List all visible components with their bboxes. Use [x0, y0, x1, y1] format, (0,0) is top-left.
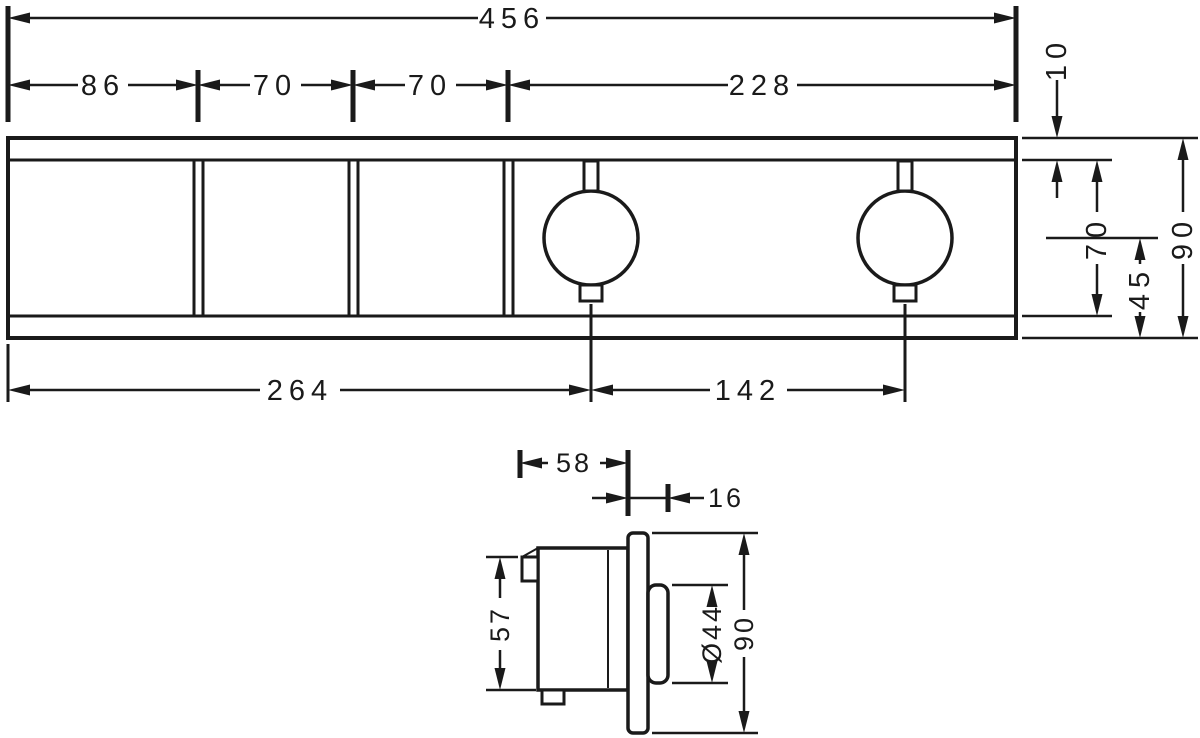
- arrowhead: [1051, 116, 1063, 138]
- dim-body-height: 57: [485, 555, 536, 692]
- dim-label-seg-2: 70: [253, 70, 297, 102]
- dim-label-handle-spacing: 142: [715, 375, 781, 407]
- valve-body-step: [520, 555, 540, 583]
- arrowhead: [1177, 316, 1189, 338]
- dim-label-seg-1: 86: [81, 70, 125, 102]
- arrowhead: [1051, 160, 1063, 182]
- dim-center-to-bottom: 45: [1124, 238, 1156, 338]
- side-dimensions: 58 16 57 Ø44: [485, 448, 759, 735]
- dim-opening-height: 70: [1081, 160, 1113, 316]
- dim-width-total: 456: [8, 3, 1016, 35]
- dim-label-body-depth: 58: [556, 448, 592, 478]
- front-view: [6, 136, 1018, 340]
- handle-left: [542, 159, 640, 303]
- arrowhead: [706, 661, 718, 683]
- arrowhead: [668, 492, 690, 504]
- dim-seg-1: 86: [8, 70, 198, 102]
- front-dimensions: 456 86 70 70: [5, 3, 1199, 407]
- arrowhead: [994, 12, 1016, 24]
- valve-body: [536, 546, 630, 692]
- handle-right: [856, 159, 954, 303]
- arrowhead: [331, 79, 353, 91]
- arrowhead: [569, 384, 591, 396]
- arrowhead: [1177, 138, 1189, 160]
- handle-left-top-tab: [582, 159, 600, 193]
- arrowhead: [591, 384, 613, 396]
- dim-label-width-total: 456: [479, 3, 545, 35]
- dim-body-depth: 58: [520, 448, 628, 478]
- dim-seg-2: 70: [198, 70, 353, 102]
- dim-handle-diameter: Ø44: [672, 583, 728, 685]
- arrowhead: [994, 79, 1016, 91]
- dim-label-opening-height: 70: [1081, 216, 1113, 260]
- plate-profile: [626, 531, 650, 735]
- arrowhead: [1091, 294, 1103, 316]
- dim-label-body-height: 57: [485, 606, 515, 642]
- arrowhead: [738, 711, 750, 733]
- dim-height-total: 90: [1167, 138, 1199, 338]
- handle-right-top-tab: [896, 159, 914, 193]
- valve-body-bottom-tab: [540, 688, 566, 706]
- arrowhead: [486, 79, 508, 91]
- arrowhead: [706, 585, 718, 607]
- dim-label-front-depth: 16: [708, 483, 744, 513]
- arrowhead: [353, 79, 375, 91]
- arrowhead: [606, 457, 628, 469]
- dim-label-top-offset: 10: [1041, 37, 1073, 81]
- handle-profile: [646, 583, 670, 685]
- dim-front-depth: 16: [592, 483, 744, 513]
- arrowhead: [8, 79, 30, 91]
- dim-label-left-to-first-handle: 264: [267, 375, 333, 407]
- arrowhead: [508, 79, 530, 91]
- dim-label-seg-3: 70: [408, 70, 452, 102]
- side-view: [520, 531, 670, 735]
- arrowhead: [176, 79, 198, 91]
- dim-label-plate-height: 90: [729, 615, 759, 651]
- handle-right-bottom-tab: [892, 283, 918, 303]
- arrowhead: [1134, 316, 1146, 338]
- dim-left-to-first-handle: 264: [8, 375, 591, 407]
- dim-plate-height: 90: [652, 531, 759, 735]
- dim-label-center-to-bottom: 45: [1124, 266, 1156, 310]
- arrowhead: [738, 533, 750, 555]
- dim-seg-4: 228: [508, 70, 1016, 102]
- handle-left-circle: [542, 189, 640, 287]
- arrowhead: [8, 12, 30, 24]
- arrowhead: [520, 457, 542, 469]
- arrowhead: [198, 79, 220, 91]
- arrowhead: [494, 668, 506, 690]
- arrowhead: [883, 384, 905, 396]
- handle-left-bottom-tab: [578, 283, 604, 303]
- arrowhead: [494, 557, 506, 579]
- arrowhead: [606, 492, 628, 504]
- arrowhead: [1091, 160, 1103, 182]
- dim-handle-spacing: 142: [591, 375, 905, 407]
- dim-top-offset: 10: [1041, 37, 1073, 198]
- handle-right-circle: [856, 189, 954, 287]
- arrowhead: [8, 384, 30, 396]
- dim-label-height-total: 90: [1167, 216, 1199, 260]
- dim-label-seg-4: 228: [729, 70, 795, 102]
- arrowhead: [1134, 238, 1146, 260]
- dim-seg-3: 70: [353, 70, 508, 102]
- dim-label-handle-diameter: Ø44: [697, 604, 727, 664]
- valve-body-chamfer: [521, 547, 539, 558]
